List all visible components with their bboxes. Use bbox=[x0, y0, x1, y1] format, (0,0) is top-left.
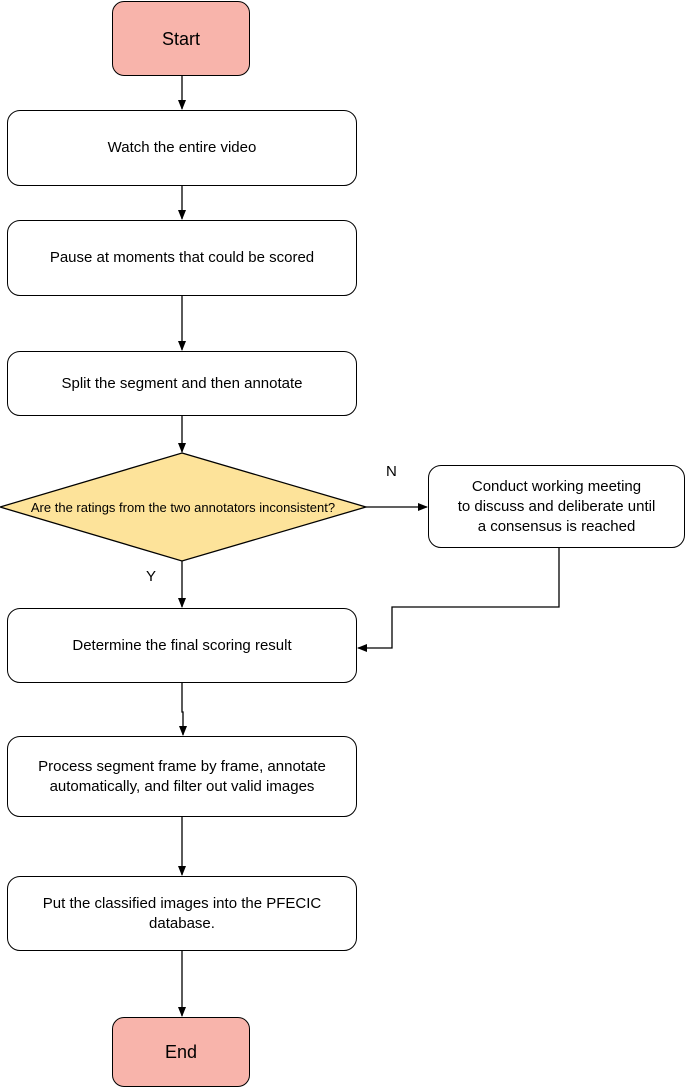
database-label: Put the classified images into the PFECI… bbox=[42, 894, 322, 932]
watch-video-label: Watch the entire video bbox=[107, 139, 257, 156]
split-annotate-label: Split the segment and then annotate bbox=[61, 374, 303, 392]
no-label: N bbox=[386, 463, 397, 480]
split-annotate-node: Split the segment and then annotate bbox=[7, 351, 357, 416]
pause-node: Pause at moments that could be scored bbox=[7, 220, 357, 296]
end-label: End bbox=[164, 1042, 198, 1062]
determine-result-label: Determine the final scoring result bbox=[72, 636, 292, 654]
arrow-meeting-to-determine bbox=[357, 548, 560, 652]
process-segment-label: Process segment frame by frame, annotate… bbox=[38, 757, 326, 795]
yes-label: Y bbox=[146, 568, 157, 585]
pause-label: Pause at moments that could be scored bbox=[49, 249, 315, 266]
start-label: Start bbox=[161, 28, 200, 49]
end-node: End bbox=[112, 1017, 250, 1087]
meeting-label: Conduct working meeting to discuss and d… bbox=[457, 477, 656, 535]
arrow-determine-to-process bbox=[179, 683, 187, 736]
meeting-node: Conduct working meeting to discuss and d… bbox=[428, 465, 685, 548]
start-node: Start bbox=[112, 1, 250, 76]
determine-result-node: Determine the final scoring result bbox=[7, 608, 357, 683]
watch-video-node: Watch the entire video bbox=[7, 110, 357, 186]
process-segment-node: Process segment frame by frame, annotate… bbox=[7, 736, 357, 817]
decision-label: Are the ratings from the two annotators … bbox=[30, 499, 336, 515]
database-node: Put the classified images into the PFECI… bbox=[7, 876, 357, 951]
